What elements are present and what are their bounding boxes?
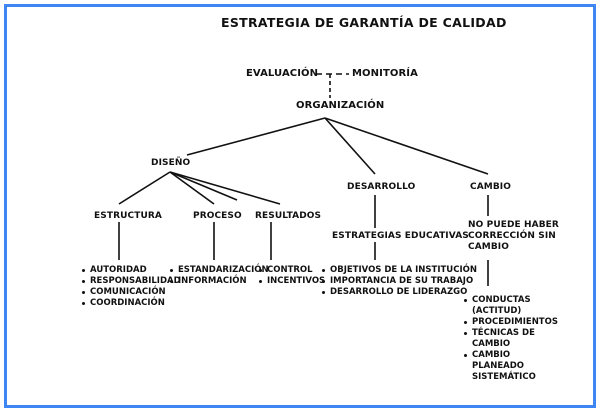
node-line: CORRECCIÓN SIN xyxy=(468,231,556,241)
list-item: RESPONSABILIDAD xyxy=(81,276,181,287)
diseno-to-estructura xyxy=(118,171,171,205)
list-item: AUTORIDAD xyxy=(81,265,181,276)
list-proceso: ESTANDARIZACIÓN INFORMACIÓN xyxy=(169,265,269,287)
list-item: TÉCNICAS DE CAMBIO xyxy=(463,328,564,350)
node-cambio: CAMBIO xyxy=(470,182,511,192)
list-item: PROCEDIMIENTOS xyxy=(463,317,564,328)
node-line: NO PUEDE HABER xyxy=(468,220,559,230)
blue-frame xyxy=(4,4,596,408)
list-item: CONTROL xyxy=(258,265,325,276)
node-resultados: RESULTADOS xyxy=(255,211,322,221)
diseno-to-resultados xyxy=(169,171,281,205)
node-estructura: ESTRUCTURA xyxy=(94,211,162,221)
list-item: CONDUCTAS (ACTITUD) xyxy=(463,295,564,317)
list-item: DESARROLLO DE LIDERAZGO xyxy=(321,287,477,298)
list-item: IMPORTANCIA DE SU TRABAJO xyxy=(321,276,477,287)
list-estructura: AUTORIDAD RESPONSABILIDAD COMUNICACIÓN C… xyxy=(81,265,181,309)
org-to-cambio xyxy=(324,117,489,175)
diseno-to-proceso xyxy=(169,171,215,205)
list-resultados: CONTROL INCENTIVOS xyxy=(258,265,325,287)
node-estrategias-educativas: ESTRATEGIAS EDUCATIVAS xyxy=(332,231,469,241)
org-to-desarrollo xyxy=(324,117,376,175)
diseno-extra-stroke xyxy=(169,171,238,201)
node-line: CAMBIO xyxy=(468,242,509,252)
node-proceso: PROCESO xyxy=(193,211,242,221)
node-no-puede-haber: NO PUEDE HABER CORRECCIÓN SIN CAMBIO xyxy=(468,220,559,253)
node-diseno: DISEÑO xyxy=(151,158,191,168)
org-to-diseno xyxy=(186,117,326,156)
node-evaluacion: EVALUACIÓN xyxy=(246,68,319,79)
list-desarrollo: OBJETIVOS DE LA INSTITUCIÓN IMPORTANCIA … xyxy=(321,265,477,298)
diagram-title: ESTRATEGIA DE GARANTÍA DE CALIDAD xyxy=(221,15,507,30)
list-cambio: CONDUCTAS (ACTITUD) PROCEDIMIENTOS TÉCNI… xyxy=(463,295,564,383)
node-desarrollo: DESARROLLO xyxy=(347,182,416,192)
list-item: INCENTIVOS xyxy=(258,276,325,287)
list-item: OBJETIVOS DE LA INSTITUCIÓN xyxy=(321,265,477,276)
list-item: COORDINACIÓN xyxy=(81,298,181,309)
node-organizacion: ORGANIZACIÓN xyxy=(296,100,385,111)
node-monitoria: MONITORÍA xyxy=(352,68,418,79)
list-item: COMUNICACIÓN xyxy=(81,287,181,298)
list-item: ESTANDARIZACIÓN xyxy=(169,265,269,276)
list-item: CAMBIO PLANEADO SISTEMÁTICO xyxy=(463,350,564,383)
list-item: INFORMACIÓN xyxy=(169,276,269,287)
